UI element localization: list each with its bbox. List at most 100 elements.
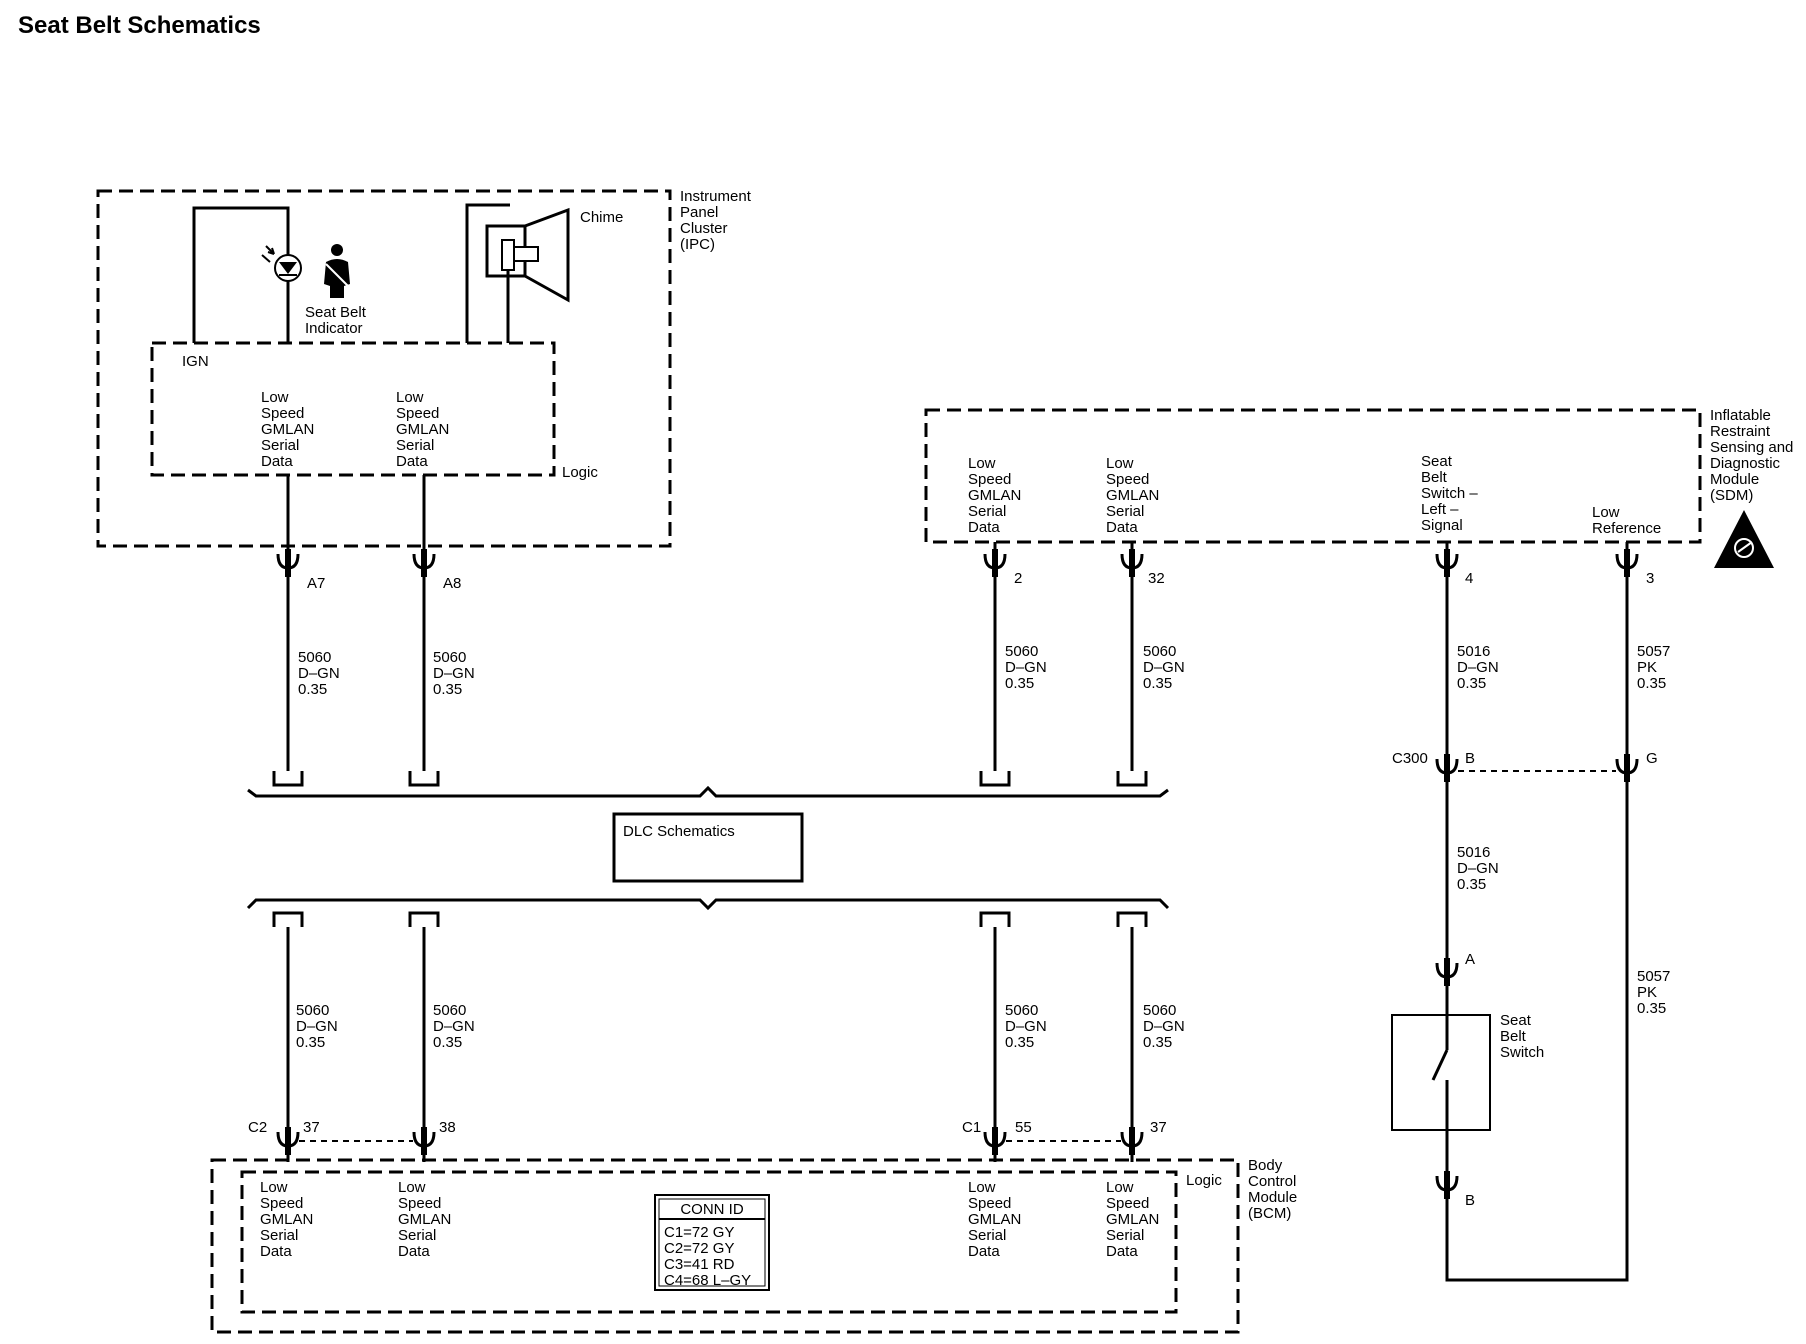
seat-belt-switch-box <box>1391 1014 1491 1131</box>
sdm-pin-3: 3 <box>1646 570 1654 587</box>
ipc-a7-connector-icon <box>278 549 298 577</box>
dlc-top-bracket <box>247 785 1169 798</box>
ipc-pin-a7: A7 <box>307 575 325 592</box>
seat-belt-switch-contact-icon <box>1431 1049 1449 1081</box>
sdm-pin-2-connector-icon <box>985 549 1005 577</box>
dlc-top-lug-1 <box>272 769 304 787</box>
bcm-pin-c1-55: 55 <box>1015 1119 1032 1136</box>
bcm-c2-38-connector-icon <box>414 1127 434 1155</box>
bcm-connector-c2: C2 <box>248 1119 267 1136</box>
switch-pin-a-connector-icon <box>1437 958 1457 986</box>
dlc-top-lug-2 <box>408 769 440 787</box>
sdm-module-outline <box>924 408 1702 544</box>
chime-label: Chime <box>580 209 623 226</box>
sdm-warning-triangle-icon <box>1714 510 1774 568</box>
c300-pin-g: G <box>1646 750 1658 767</box>
ipc-logic-outline <box>150 341 556 477</box>
c300-label: C300 <box>1392 750 1428 767</box>
sdm-pin-4: 4 <box>1465 570 1473 587</box>
conn-id-row: C3=41 RD <box>664 1256 735 1273</box>
chime-wire <box>465 203 510 343</box>
c300-pin-g-connector-icon <box>1617 754 1637 782</box>
ign-wire <box>192 206 290 343</box>
bcm-c2-37-connector-icon <box>278 1127 298 1155</box>
sdm-3-wire <box>1445 542 1629 1282</box>
ipc-ign-label: IGN <box>182 353 209 370</box>
dlc-schematics-box <box>612 812 804 883</box>
c300-pin-b-connector-icon <box>1437 754 1457 782</box>
conn-id-row: C1=72 GY <box>664 1224 734 1241</box>
sdm-pin-32-connector-icon <box>1122 549 1142 577</box>
switch-pin-a: A <box>1465 951 1475 968</box>
switch-pin-b: B <box>1465 1192 1475 1209</box>
ipc-logic-label: Logic <box>562 464 598 481</box>
switch-pin-b-connector-icon <box>1437 1171 1457 1199</box>
bcm-pin-c2-37: 37 <box>303 1119 320 1136</box>
dlc-top-lug-4 <box>1116 769 1148 787</box>
conn-id-row: C2=72 GY <box>664 1240 734 1257</box>
dlc-bottom-lug-2 <box>408 911 440 929</box>
bcm-connector-c1: C1 <box>962 1119 981 1136</box>
bcm-c1-55-connector-icon <box>985 1127 1005 1155</box>
conn-id-title: CONN ID <box>680 1201 744 1218</box>
dlc-bottom-bracket <box>246 898 1170 911</box>
conn-id-row: C4=68 L–GY <box>664 1272 751 1289</box>
sdm-pin-32: 32 <box>1148 570 1165 587</box>
seat-belt-indicator-lamp-icon <box>261 245 302 282</box>
c300-pin-b: B <box>1465 750 1475 767</box>
dlc-bottom-lug-3 <box>979 911 1011 929</box>
dlc-schematics-label: DLC Schematics <box>623 823 735 840</box>
bcm-pin-c2-38: 38 <box>439 1119 456 1136</box>
page-title: Seat Belt Schematics <box>18 12 261 39</box>
sdm-pin-3-connector-icon <box>1617 549 1637 577</box>
ipc-module-outline <box>96 189 672 548</box>
ipc-pin-a8: A8 <box>443 575 461 592</box>
bcm-logic-outline <box>240 1170 1178 1314</box>
bcm-pin-c1-37: 37 <box>1150 1119 1167 1136</box>
ipc-a8-connector-icon <box>414 549 434 577</box>
seat-belt-person-icon <box>324 244 350 298</box>
chime-speaker-icon <box>485 207 570 303</box>
sdm-pin-4-connector-icon <box>1437 549 1457 577</box>
conn-id-table: CONN ID C1=72 GY C2=72 GY C3=41 RD C4=68… <box>654 1194 770 1291</box>
bcm-module-outline <box>210 1158 1240 1334</box>
dlc-top-lug-3 <box>979 769 1011 787</box>
sdm-pin-2: 2 <box>1014 570 1022 587</box>
bcm-logic-label: Logic <box>1186 1172 1222 1189</box>
dlc-bottom-lug-1 <box>272 911 304 929</box>
